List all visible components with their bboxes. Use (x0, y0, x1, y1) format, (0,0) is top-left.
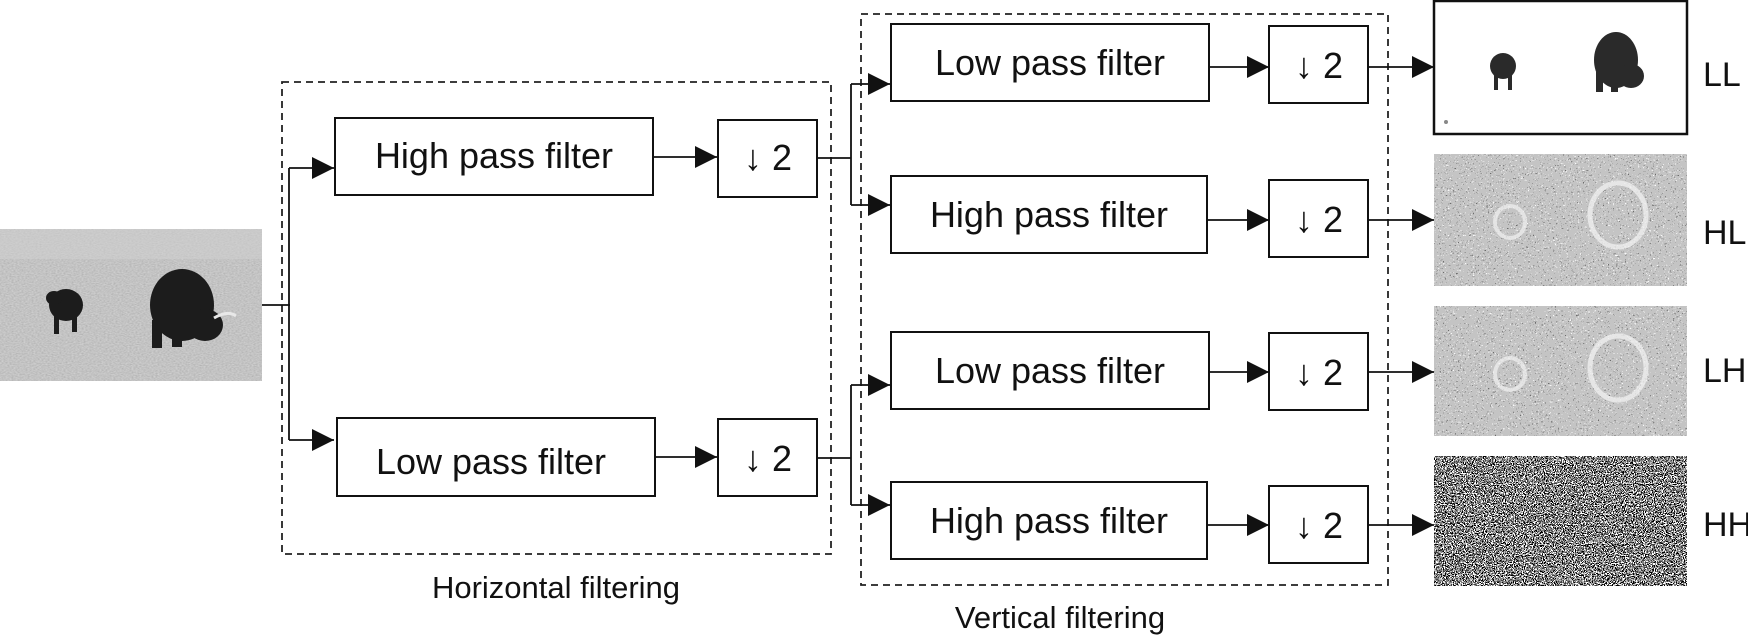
hl-label: HL (1703, 214, 1746, 252)
input-image (0, 229, 262, 381)
horizontal-filtering-caption: Horizontal filtering (432, 570, 680, 605)
svg-text:↓ 2: ↓ 2 (1295, 505, 1343, 546)
downsample-factor: 2 (1323, 352, 1343, 393)
v-downsample-3: ↓ 2 (1268, 332, 1369, 411)
downsample-arrow-icon: ↓ (1295, 505, 1313, 546)
h-downsample-bottom: ↓ 2 (717, 418, 818, 497)
lh-subband-image (1434, 306, 1687, 436)
v1-high-pass-filter: High pass filter (890, 175, 1208, 254)
hh-label: HH (1703, 506, 1748, 544)
downsample-arrow-icon: ↓ (1295, 352, 1313, 393)
downsample-arrow-icon: ↓ (744, 137, 762, 178)
h-downsample-top: ↓ 2 (717, 119, 818, 198)
vertical-filtering-caption: Vertical filtering (955, 600, 1165, 635)
v2-low-pass-label: Low pass filter (935, 350, 1165, 391)
svg-text:↓ 2: ↓ 2 (744, 438, 792, 479)
v1-high-pass-label: High pass filter (930, 194, 1168, 235)
hl-subband-image (1434, 154, 1687, 286)
horizontal-filtering-group (281, 81, 832, 555)
downsample-factor: 2 (1323, 505, 1343, 546)
svg-text:↓ 2: ↓ 2 (1295, 45, 1343, 86)
calf-silhouette (46, 289, 83, 334)
h-high-pass-label: High pass filter (375, 135, 613, 176)
v-downsample-2: ↓ 2 (1268, 179, 1369, 258)
ll-label: LL (1703, 56, 1741, 94)
hh-subband-image (1434, 456, 1687, 586)
downsample-factor: 2 (1323, 199, 1343, 240)
v1-low-pass-label: Low pass filter (935, 42, 1165, 83)
ll-subband-image (1432, 0, 1689, 136)
downsample-arrow-icon: ↓ (744, 438, 762, 479)
bull-silhouette (150, 269, 237, 348)
vertical-filtering-group (860, 13, 1389, 586)
v-downsample-1: ↓ 2 (1268, 25, 1369, 104)
downsample-factor: 2 (772, 438, 792, 479)
v2-high-pass-filter: High pass filter (890, 481, 1208, 560)
h-low-pass-filter: Low pass filter (336, 417, 656, 497)
v2-low-pass-filter: Low pass filter (890, 331, 1210, 410)
downsample-arrow-icon: ↓ (1295, 45, 1313, 86)
v2-high-pass-label: High pass filter (930, 500, 1168, 541)
svg-text:↓ 2: ↓ 2 (1295, 199, 1343, 240)
h-to-v-wires (817, 73, 890, 516)
h-low-pass-label: Low pass filter (376, 441, 606, 482)
downsample-arrow-icon: ↓ (1295, 199, 1313, 240)
svg-text:↓ 2: ↓ 2 (744, 137, 792, 178)
v1-low-pass-filter: Low pass filter (890, 23, 1210, 102)
downsample-factor: 2 (1323, 45, 1343, 86)
lh-label: LH (1703, 352, 1746, 390)
h-high-pass-filter: High pass filter (334, 117, 654, 196)
input-wires (262, 157, 334, 451)
svg-text:↓ 2: ↓ 2 (1295, 352, 1343, 393)
v-downsample-4: ↓ 2 (1268, 485, 1369, 564)
downsample-factor: 2 (772, 137, 792, 178)
